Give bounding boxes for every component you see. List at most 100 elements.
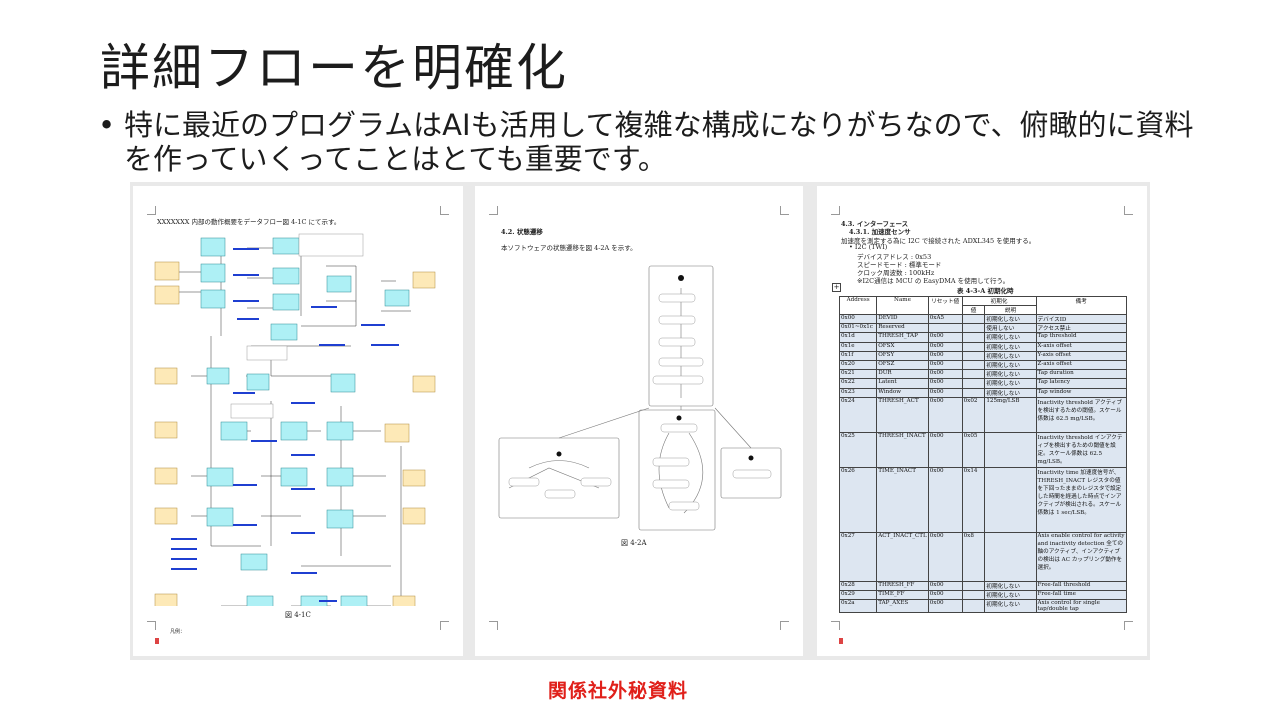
cell-init-desc: 初期化しない bbox=[984, 589, 1037, 601]
revision-mark bbox=[155, 638, 159, 644]
margin-corner bbox=[489, 206, 498, 215]
document-screenshot-strip: XXXXXXX 内部の動作概要をデータフロー図 4-1C にて示す。 bbox=[130, 182, 1150, 660]
cell-reset: 0x00 bbox=[927, 387, 963, 398]
margin-corner bbox=[780, 621, 789, 630]
cell-address: 0x27 bbox=[838, 531, 878, 582]
cell-init-value bbox=[961, 323, 986, 334]
cell-init-value bbox=[961, 378, 986, 389]
spec-line: • I2C (TWI) bbox=[849, 243, 888, 251]
figure-caption-4-2a: 図 4-2A bbox=[621, 539, 647, 547]
cell-notes: アクセス禁止 bbox=[1035, 323, 1128, 334]
cell-address: 0x22 bbox=[838, 378, 878, 389]
bullet-text: 特に最近のプログラムはAIも活用して複雑な構成になりがちなので、俯瞰的に資料を作… bbox=[124, 108, 1194, 176]
cell-address: 0x00 bbox=[838, 313, 878, 325]
cell-name: OFSX bbox=[876, 341, 929, 352]
cell-reset bbox=[927, 323, 963, 334]
cell-init-desc: 初期化しない bbox=[984, 387, 1037, 398]
margin-corner bbox=[831, 621, 840, 630]
cell-address: 0x1f bbox=[838, 350, 878, 361]
cell-name: Latent bbox=[876, 378, 929, 389]
cell-notes: Z-axis offset bbox=[1035, 359, 1128, 371]
margin-corner bbox=[780, 206, 789, 215]
col-header-init: 初期化 bbox=[961, 296, 1037, 306]
cell-name: THRESH_ACT bbox=[876, 396, 929, 433]
revision-mark bbox=[839, 638, 843, 644]
margin-corner bbox=[440, 206, 449, 215]
col-header-name: Name bbox=[876, 296, 929, 315]
cell-reset: 0x00 bbox=[927, 589, 963, 601]
col-subheader-desc: 説明 bbox=[984, 305, 1037, 315]
cell-name: THRESH_INACT bbox=[876, 431, 929, 468]
cell-name: Window bbox=[876, 387, 929, 398]
cell-notes: Inactivity time 加速度信号が、THRESH_INACT レジスタ… bbox=[1035, 466, 1128, 533]
table-caption: 表 4-3-A 初期化時 bbox=[957, 287, 1014, 295]
cell-name: ACT_INACT_CTL bbox=[876, 531, 929, 582]
cell-reset: 0x00 bbox=[927, 350, 963, 361]
col-subheader-value: 値 bbox=[961, 305, 986, 315]
cell-name: Reserved bbox=[876, 323, 929, 334]
spec-line: デバイスアドレス : 0x53 bbox=[857, 253, 932, 261]
spec-line: ※I2C通信は MCU の EasyDMA を使用して行う。 bbox=[857, 277, 1010, 285]
cell-reset: 0x00 bbox=[927, 466, 963, 533]
cell-address: 0x26 bbox=[838, 466, 878, 533]
cell-init-desc: 初期化しない bbox=[984, 359, 1037, 371]
cell-init-value bbox=[961, 341, 986, 352]
spec-line: スピードモード : 標準モード bbox=[857, 261, 942, 269]
cell-init-desc: 初期化しない bbox=[984, 580, 1037, 591]
section-heading-4-2: 4.2. 状態遷移 bbox=[501, 228, 543, 236]
legend-title: 凡例： bbox=[170, 629, 186, 635]
cell-name: OFSZ bbox=[876, 359, 929, 371]
cell-init-desc bbox=[984, 531, 1037, 582]
cell-notes: Axis control for single tap/double tap bbox=[1035, 599, 1128, 614]
cell-name: DUR bbox=[876, 369, 929, 380]
cell-reset: 0x00 bbox=[927, 531, 963, 582]
cell-address: 0x2a bbox=[838, 599, 878, 614]
cell-reset: 0x00 bbox=[927, 332, 963, 343]
cell-name: TAP_AXES bbox=[876, 599, 929, 614]
cell-init-desc: 初期化しない bbox=[984, 341, 1037, 352]
cell-address: 0x25 bbox=[838, 431, 878, 468]
cell-address: 0x29 bbox=[838, 589, 878, 601]
table-move-handle[interactable]: + bbox=[832, 283, 841, 292]
cell-notes: Free-fall time bbox=[1035, 589, 1128, 601]
doc-page-interface: 4.3. インターフェース 4.3.1. 加速度センサ 加速度を測定する為に I… bbox=[817, 186, 1147, 656]
cell-notes: デバイスID bbox=[1035, 313, 1128, 325]
cell-init-desc: 初期化しない bbox=[984, 350, 1037, 361]
cell-reset: 0x00 bbox=[927, 396, 963, 433]
cell-notes: Y-axis offset bbox=[1035, 350, 1128, 361]
cell-address: 0x20 bbox=[838, 359, 878, 371]
cell-init-value bbox=[961, 599, 986, 614]
cell-init-desc: 初期化しない bbox=[984, 378, 1037, 389]
cell-notes: Tap duration bbox=[1035, 369, 1128, 380]
spec-line: クロック周波数 : 100kHz bbox=[857, 269, 935, 277]
cell-init-desc: 初期化しない bbox=[984, 332, 1037, 343]
col-header-address: Address bbox=[838, 296, 878, 315]
bullet-dot: • bbox=[98, 108, 116, 142]
cell-init-value: 0x02 bbox=[961, 396, 986, 433]
cell-init-desc: 初期化しない bbox=[984, 369, 1037, 380]
cell-name: TIME_FF bbox=[876, 589, 929, 601]
cell-address: 0x1e bbox=[838, 341, 878, 352]
doc-page-state-transition: 4.2. 状態遷移 本ソフトウェアの状態遷移を図 4-2A を示す。 bbox=[475, 186, 803, 656]
cell-name: OFSY bbox=[876, 350, 929, 361]
margin-corner bbox=[147, 621, 156, 630]
cell-notes: Tap latency bbox=[1035, 378, 1128, 389]
cell-address: 0x1d bbox=[838, 332, 878, 343]
cell-address: 0x23 bbox=[838, 387, 878, 398]
cell-notes: Tap threshold bbox=[1035, 332, 1128, 343]
cell-init-desc bbox=[984, 466, 1037, 533]
subsection-heading-4-3-1: 4.3.1. 加速度センサ bbox=[849, 228, 911, 236]
col-header-reset: リセット値 bbox=[927, 296, 963, 315]
